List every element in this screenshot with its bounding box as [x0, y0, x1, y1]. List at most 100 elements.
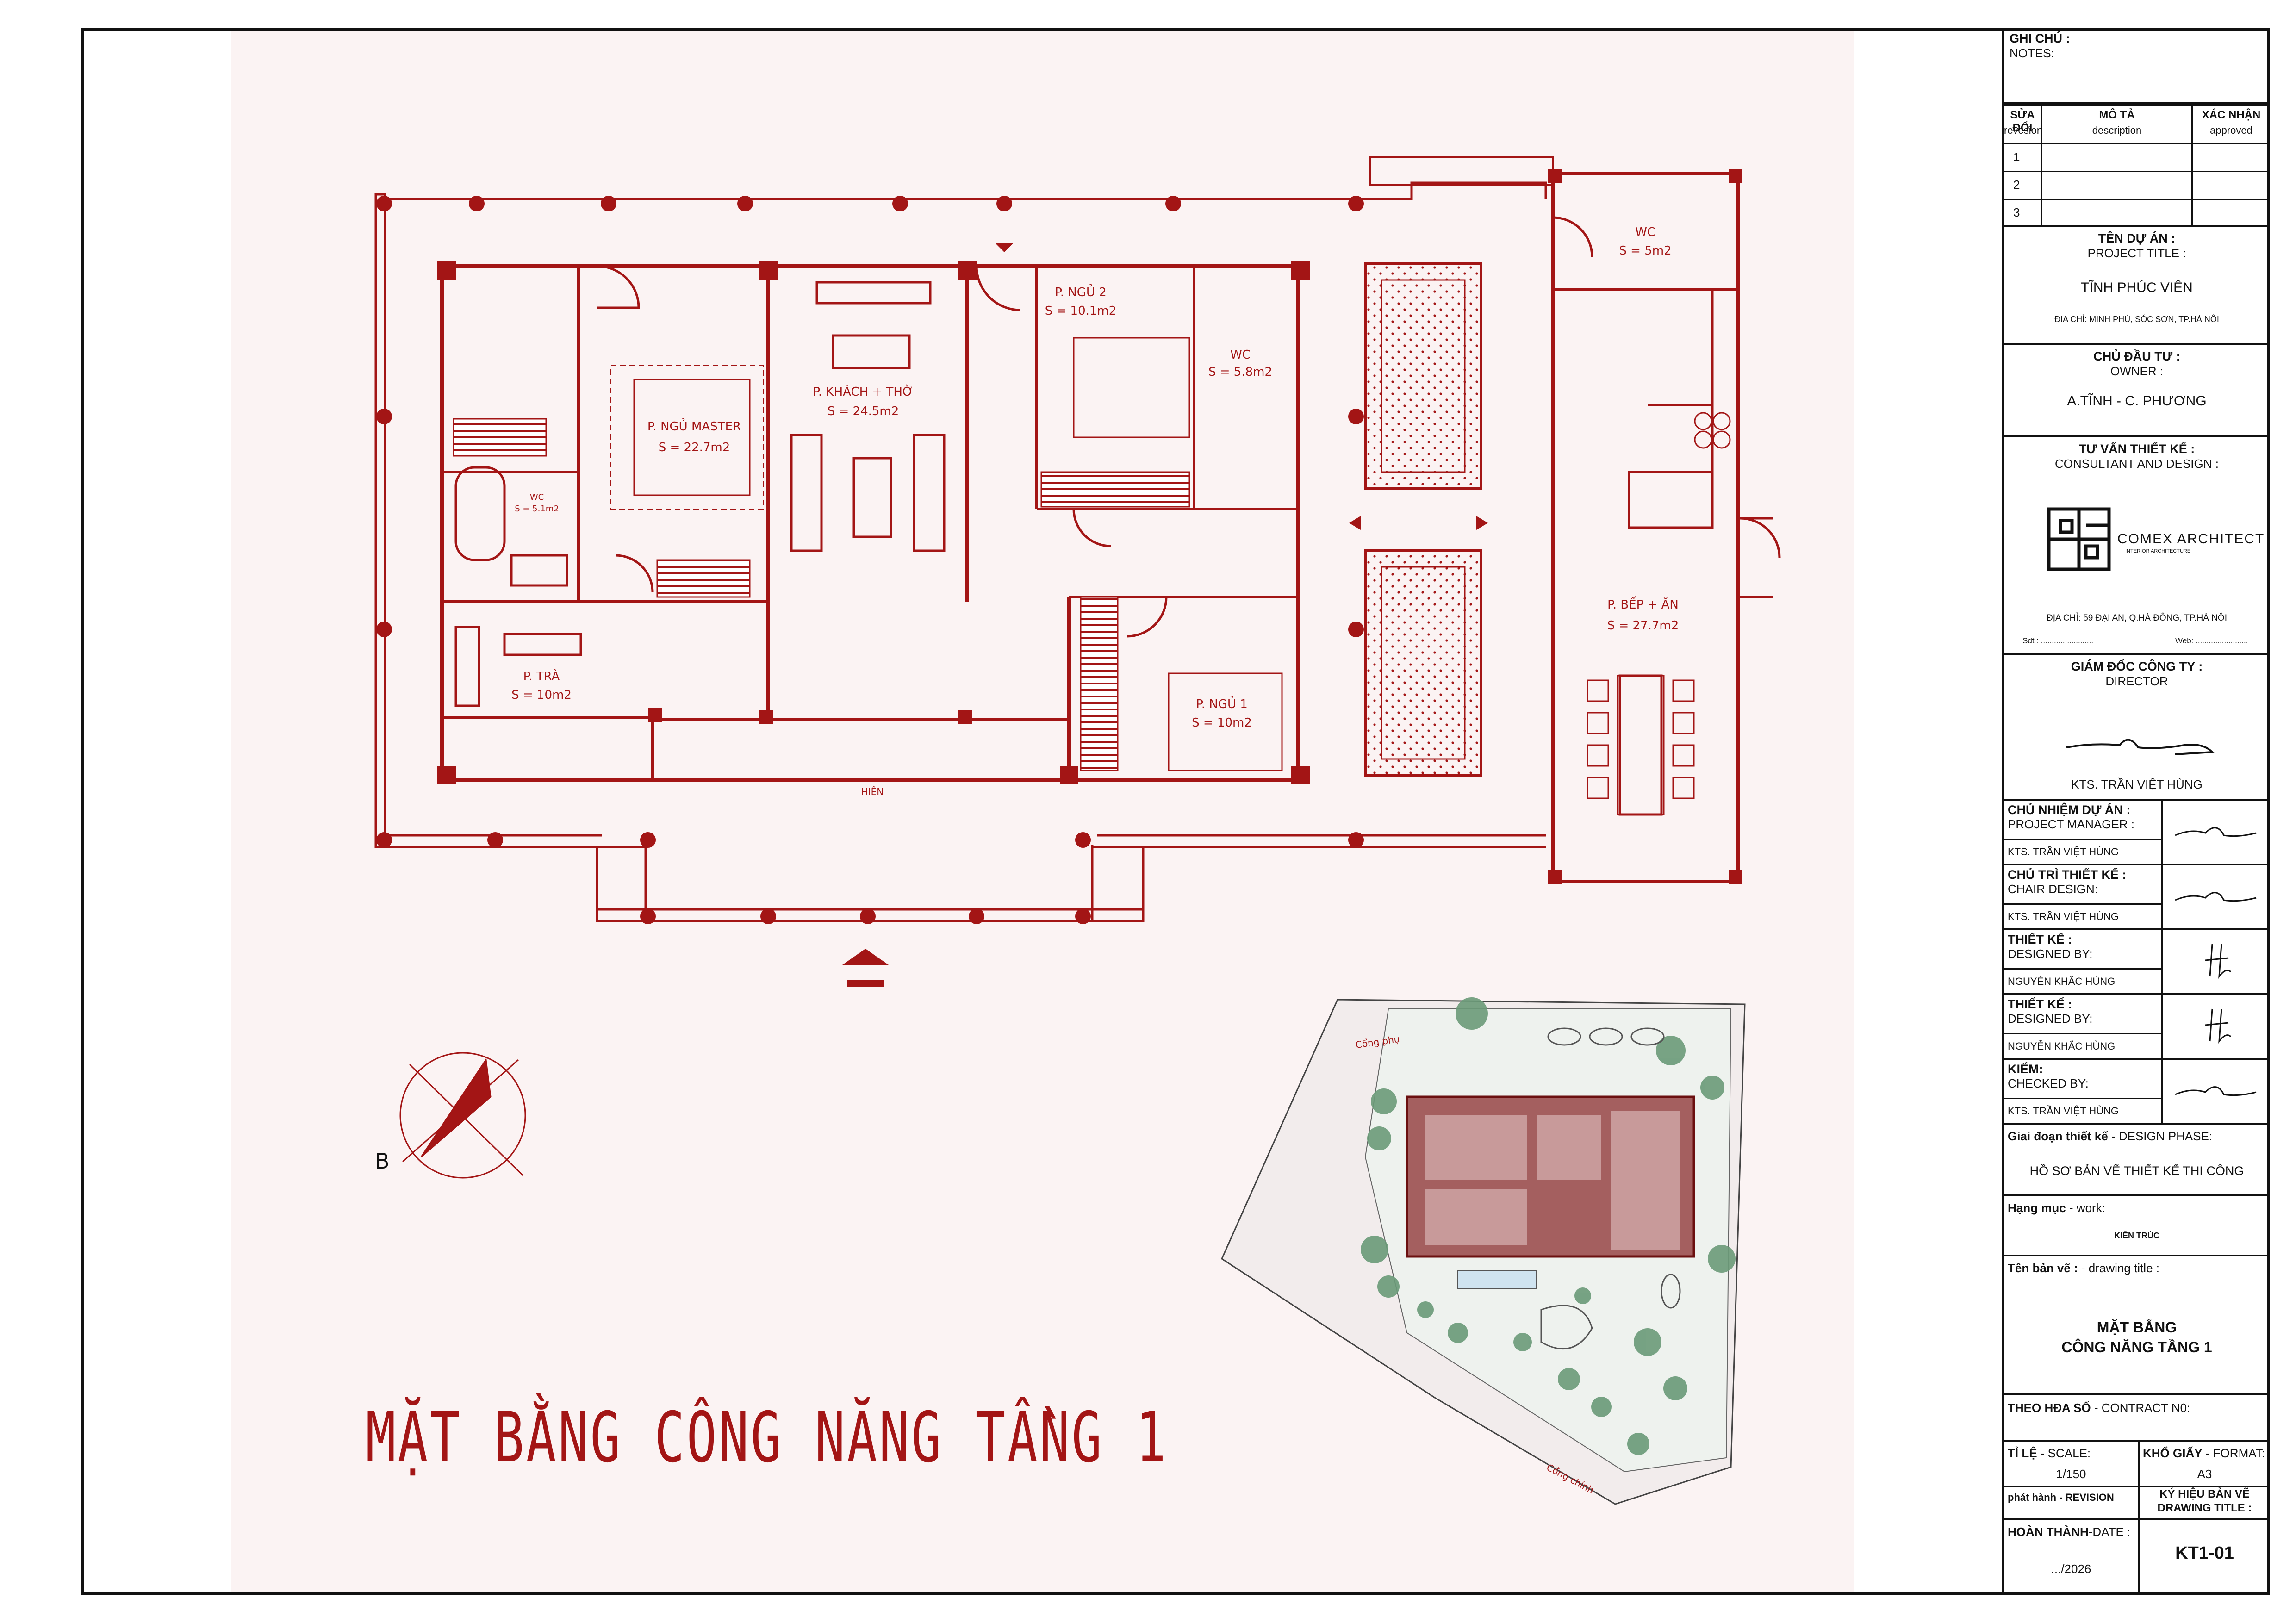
director-sub: DIRECTOR — [2105, 674, 2168, 688]
director-name: KTS. TRẦN VIỆT HÙNG — [2071, 777, 2203, 791]
contract-cell: THEO HĐA SỐ - CONTRACT N0: — [2004, 1395, 2270, 1442]
rev-row-num: 3 — [2013, 205, 2020, 219]
owner-sub: OWNER : — [2110, 364, 2164, 378]
role-sub: DESIGNED BY: — [2008, 947, 2093, 961]
director-cell: GIÁM ĐỐC CÔNG TY : DIRECTOR KTS. TRẦN VI… — [2004, 655, 2270, 801]
notes-cell: GHI CHÚ : NOTES: — [2004, 28, 2270, 104]
approved-header-en: approved — [2210, 124, 2252, 136]
contract-label: THEO HĐA SỐ — [2008, 1401, 2091, 1415]
work-cell: Hạng mục - work: KIẾN TRÚC — [2004, 1196, 2270, 1256]
role-sub: CHAIR DESIGN: — [2008, 882, 2098, 896]
signature — [2175, 1086, 2257, 1096]
role-designer-2: THIẾT KẾ : DESIGNED BY: NGUYỄN KHẮC HÙNG — [2004, 995, 2270, 1060]
drawing-title-sub: - drawing title : — [2078, 1261, 2159, 1275]
room-name: WC — [1230, 348, 1251, 362]
room-name: P. NGỦ 2 — [1055, 284, 1107, 299]
room-area: S = 5.1m2 — [515, 504, 559, 514]
scale-format-cell: TỈ LỆ - SCALE: 1/150 KHỔ GIẤY - FORMAT: … — [2004, 1442, 2270, 1520]
scale-label: TỈ LỆ — [2008, 1446, 2037, 1460]
role-label: THIẾT KẾ : — [2008, 933, 2072, 946]
project-address: ĐỊA CHỈ: MINH PHÚ, SÓC SƠN, TP.HÀ NỘI — [2054, 315, 2219, 324]
date-sub: -DATE : — [2088, 1525, 2131, 1539]
room-area: S = 22.7m2 — [659, 441, 730, 454]
format-value: A3 — [2197, 1467, 2212, 1481]
date-value: .../2026 — [2051, 1562, 2091, 1576]
desc-header-vi: MÔ TẢ — [2099, 109, 2135, 121]
owner-cell: CHỦ ĐẦU TƯ : OWNER : A.TĨNH - C. PHƯƠNG — [2004, 345, 2270, 437]
role-label: KIỂM: — [2008, 1062, 2043, 1076]
consultant-cell: TƯ VẤN THIẾT KẾ : CONSULTANT AND DESIGN … — [2004, 437, 2270, 655]
rev-header-vi: SỬA ĐỔI — [2010, 109, 2035, 134]
date-label: HOÀN THÀNH — [2008, 1525, 2089, 1539]
role-manager: CHỦ NHIỆM DỰ ÁN : PROJECT MANAGER : KTS.… — [2004, 801, 2270, 865]
drawing-title-line2: CÔNG NĂNG TẦNG 1 — [2061, 1339, 2212, 1356]
notes-label: GHI CHÚ : — [2010, 31, 2070, 45]
drawing-title-line1: MẶT BẰNG — [2097, 1319, 2177, 1336]
format-label: KHỔ GIẤY — [2143, 1446, 2203, 1460]
rev-row-num: 2 — [2013, 178, 2020, 192]
format-sub: - FORMAT: — [2202, 1446, 2265, 1460]
room-name: P. TRÀ — [523, 669, 560, 684]
room-area: S = 10m2 — [1192, 716, 1252, 730]
room-name: P. BẾP + ĂN — [1607, 596, 1679, 612]
role-name: KTS. TRẦN VIỆT HÙNG — [2008, 1105, 2119, 1117]
sheet-code: KT1-01 — [2175, 1543, 2234, 1563]
notes-sub: NOTES: — [2010, 46, 2054, 60]
room-area: S = 5.8m2 — [1208, 365, 1272, 379]
revision-label: phát hành - REVISION — [2008, 1492, 2114, 1503]
director-label: GIÁM ĐỐC CÔNG TY : — [2071, 659, 2203, 673]
role-name: KTS. TRẦN VIỆT HÙNG — [2008, 846, 2119, 858]
owner-name: A.TĨNH - C. PHƯƠNG — [2067, 393, 2207, 409]
web-label: Web: ........................ — [2175, 636, 2248, 645]
work-sub: - work: — [2066, 1201, 2105, 1215]
room-name: WC — [1635, 225, 1655, 239]
signature — [2175, 827, 2257, 837]
project-cell: TÊN DỰ ÁN : PROJECT TITLE : TĨNH PHÚC VI… — [2004, 227, 2270, 345]
work-value: KIẾN TRÚC — [2114, 1231, 2159, 1240]
porch-label: HIÊN — [861, 786, 884, 797]
sheet-frame — [81, 28, 2270, 1595]
role-checker: KIỂM: CHECKED BY: KTS. TRẦN VIỆT HÙNG — [2004, 1060, 2270, 1125]
consultant-address: ĐỊA CHỈ: 59 ĐẠI AN, Q.HÀ ĐÔNG, TP.HÀ NỘI — [2047, 613, 2227, 623]
drawing-title-label: Tên bản vẽ : — [2008, 1261, 2078, 1275]
owner-label: CHỦ ĐẦU TƯ : — [2093, 349, 2180, 363]
drawing-main-title: MẶT BẰNG CÔNG NĂNG TẦNG 1 — [366, 1398, 1168, 1478]
role-designer: THIẾT KẾ : DESIGNED BY: NGUYỄN KHẮC HÙNG — [2004, 930, 2270, 995]
phase-cell: Giai đoạn thiết kế - DESIGN PHASE: HỒ SƠ… — [2004, 1125, 2270, 1196]
project-sub: PROJECT TITLE : — [2087, 246, 2186, 260]
north-label: B — [375, 1149, 390, 1174]
logo-tag: INTERIOR ARCHITECTURE — [2125, 548, 2191, 554]
consultant-sub: CONSULTANT AND DESIGN : — [2055, 457, 2219, 471]
room-area: S = 24.5m2 — [828, 404, 899, 418]
role-label: CHỦ TRÌ THIẾT KẾ : — [2008, 868, 2127, 882]
rev-row-num: 1 — [2013, 150, 2020, 164]
logo-name: COMEX ARCHITECT — [2117, 531, 2265, 547]
room-area: S = 5m2 — [1619, 244, 1671, 258]
phase-sub: - DESIGN PHASE: — [2108, 1129, 2213, 1143]
sheet-code-label: KÝ HIỆU BẢN VẼ — [2159, 1488, 2250, 1500]
title-block: GHI CHÚ : NOTES: SỬA ĐỔI revesion MÔ TẢ … — [2002, 28, 2270, 1595]
role-name: KTS. TRẦN VIỆT HÙNG — [2008, 911, 2119, 922]
director-signature — [2066, 739, 2215, 755]
comex-logo-icon — [2047, 507, 2111, 571]
room-area: S = 10.1m2 — [1045, 304, 1117, 318]
signature — [2205, 1008, 2232, 1044]
room-name: WC — [530, 492, 544, 502]
rev-header-en: revesion — [2004, 124, 2043, 136]
work-label: Hạng mục — [2008, 1201, 2066, 1215]
scale-sub: - SCALE: — [2037, 1446, 2091, 1460]
project-name: TĨNH PHÚC VIÊN — [2081, 280, 2193, 295]
north-arrow — [399, 1052, 526, 1179]
date-code-cell: HOÀN THÀNH-DATE : .../2026 KT1-01 — [2004, 1520, 2270, 1593]
role-sub: DESIGNED BY: — [2008, 1012, 2093, 1026]
role-sub: CHECKED BY: — [2008, 1076, 2089, 1090]
phase-value: HỒ SƠ BẢN VẼ THIẾT KẾ THI CÔNG — [2029, 1164, 2244, 1178]
scale-value: 1/150 — [2056, 1467, 2086, 1481]
signature — [2175, 892, 2257, 902]
room-name: P. NGỦ 1 — [1196, 696, 1248, 711]
phase-label: Giai đoạn thiết kế — [2008, 1129, 2108, 1143]
sheet-code-sub: DRAWING TITLE : — [2157, 1502, 2252, 1514]
room-area: S = 27.7m2 — [1607, 619, 1679, 633]
role-name: NGUYỄN KHẮC HÙNG — [2008, 1040, 2116, 1052]
room-name: P. NGỦ MASTER — [647, 418, 741, 434]
